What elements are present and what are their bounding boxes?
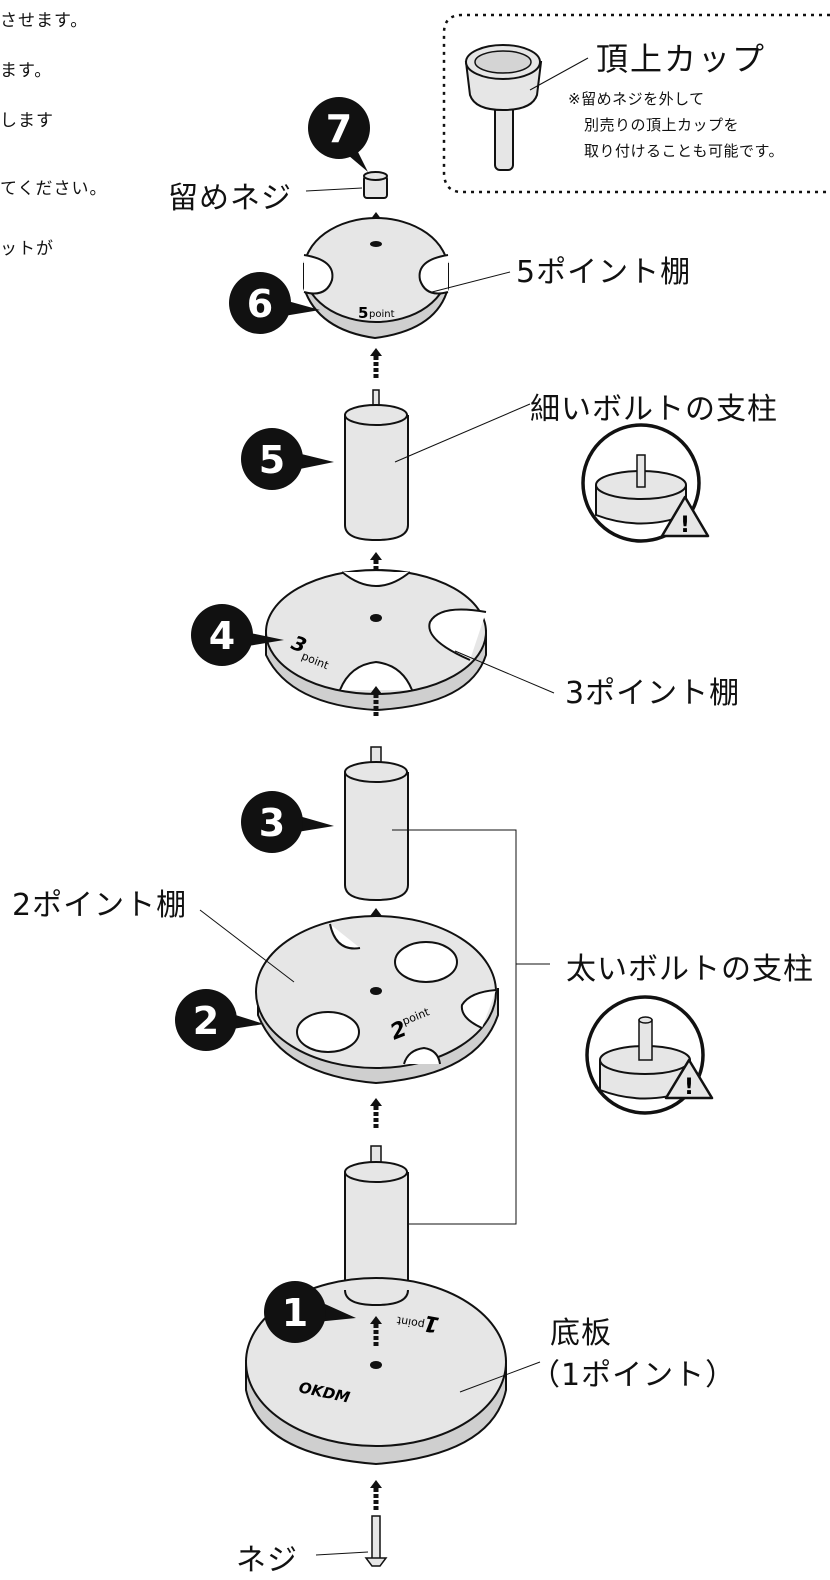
- base-mark-word: point: [395, 1314, 426, 1332]
- label-shelf-5-point: 5ポイント棚: [516, 255, 692, 290]
- step-5-badge: [241, 428, 334, 490]
- top-cup-illustration: [464, 44, 543, 171]
- shelf-3-point: [265, 569, 487, 712]
- label-shelf-2-point: 2ポイント棚: [12, 888, 188, 923]
- callout-box: [442, 13, 830, 194]
- step-number: 3: [259, 801, 285, 845]
- label-shelf-3-point: 3ポイント棚: [565, 676, 741, 711]
- callout-note-line-2: 別売りの頂上カップを: [584, 116, 740, 134]
- warning-icon: !: [664, 1058, 714, 1100]
- thick-bolt-post-upper: [344, 746, 409, 902]
- screw-part: [364, 1515, 388, 1567]
- shelf5-mark-digit: 5: [358, 304, 368, 322]
- step-number: 4: [209, 614, 235, 658]
- shelf-2-point: [255, 915, 499, 1085]
- callout-title: 頂上カップ: [596, 40, 767, 78]
- step-1-badge: [264, 1281, 356, 1343]
- stop-screw-part: [363, 171, 388, 199]
- svg-text:!: !: [684, 1075, 694, 1100]
- label-screw: ネジ: [236, 1543, 298, 1578]
- shelf5-mark-word: point: [369, 309, 395, 320]
- intro-line-5: ットが: [0, 239, 54, 259]
- label-base-plate-sub: （1ポイント）: [530, 1358, 737, 1393]
- step-7-badge: [308, 97, 370, 172]
- intro-line-1: させます。: [0, 11, 89, 31]
- label-thin-post: 細いボルトの支柱: [530, 392, 778, 427]
- warning-icon: !: [660, 495, 710, 538]
- base-mark-digit: 1: [422, 1309, 441, 1336]
- thin-post-warning-detail: [581, 423, 701, 543]
- step-3-badge: [241, 791, 334, 853]
- step-number: 7: [326, 107, 352, 151]
- step-number: 5: [259, 438, 285, 482]
- shelf-5-point: [303, 217, 449, 340]
- callout-note-line-1: ※留めネジを外して: [568, 90, 705, 108]
- step-number: 2: [193, 999, 219, 1043]
- step-6-badge: [229, 272, 320, 334]
- step-4-badge: [191, 604, 284, 666]
- intro-line-4: てください。: [0, 179, 108, 199]
- label-stop-screw: 留めネジ: [168, 181, 292, 216]
- thick-post-bracket: [392, 829, 517, 1225]
- callout-note-line-3: 取り付けることも可能です。: [584, 142, 785, 160]
- label-base-plate: 底板: [550, 1316, 612, 1351]
- intro-line-3: します: [0, 111, 54, 131]
- step-2-badge: [175, 989, 264, 1051]
- label-thick-post: 太いボルトの支柱: [566, 952, 814, 987]
- thin-bolt-post: [344, 389, 409, 542]
- svg-text:!: !: [680, 513, 690, 538]
- intro-line-2: ます。: [0, 61, 53, 81]
- step-number: 6: [247, 282, 273, 326]
- step-number: 1: [282, 1291, 308, 1335]
